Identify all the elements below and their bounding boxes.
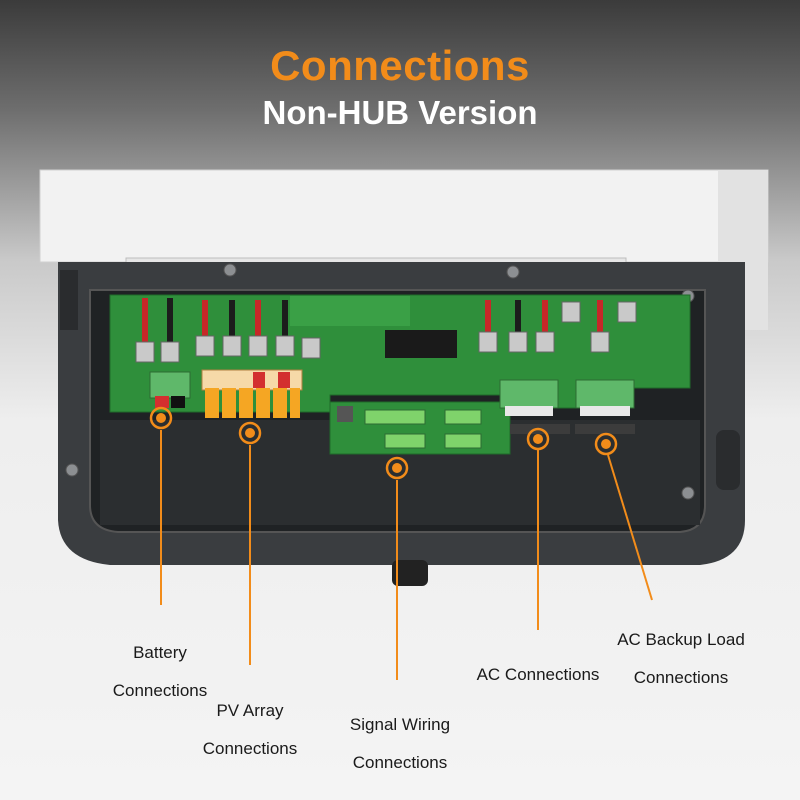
- terminal-lugs: [135, 301, 637, 363]
- ac-marker: [526, 427, 550, 451]
- pv-array-marker: [238, 421, 262, 445]
- signal-wiring-label-line2: Connections: [352, 753, 448, 772]
- inverter-top-cover: [39, 169, 769, 263]
- page-title: Connections: [270, 42, 530, 89]
- rj45-port: [337, 406, 353, 422]
- signal-wiring-marker: [385, 456, 409, 480]
- ac-backup-load-label: AC Backup Load Connections: [600, 611, 762, 706]
- ac-backup-terminal-block: [575, 379, 635, 434]
- battery-negative-marker: [171, 396, 185, 408]
- ac-label: AC Connections: [460, 646, 616, 703]
- ac-backup-marker: [594, 432, 618, 456]
- battery-label: Battery Connections: [95, 624, 225, 719]
- battery-positive-marker: [155, 396, 169, 408]
- pcb-raised-area: [290, 296, 410, 326]
- pv-array-label-line1: PV Array: [216, 701, 284, 720]
- callout-markers: [149, 406, 618, 480]
- ac-backup-load-label-line1: AC Backup Load: [617, 630, 745, 649]
- left-mount-tab: [60, 270, 78, 330]
- pv-array-connectors: [201, 369, 303, 418]
- page-subtitle: Non-HUB Version: [262, 94, 538, 131]
- ac-backup-load-label-line2: Connections: [633, 668, 729, 687]
- signal-terminal-blocks: [364, 409, 482, 449]
- relay-block: [385, 330, 457, 358]
- side-cable-gland: [716, 430, 740, 490]
- pv-array-label-line2: Connections: [202, 739, 298, 758]
- battery-label-line1: Battery: [133, 643, 187, 662]
- ac-label-line1: AC Connections: [476, 665, 600, 684]
- callout-leaders: [160, 430, 653, 680]
- pv-array-label: PV Array Connections: [180, 682, 320, 777]
- bottom-cable-gland: [392, 560, 428, 586]
- battery-label-line2: Connections: [112, 681, 208, 700]
- dc-cables: [142, 298, 603, 345]
- battery-marker: [149, 406, 173, 430]
- signal-wiring-label-line1: Signal Wiring: [349, 715, 451, 734]
- signal-wiring-label: Signal Wiring Connections: [325, 696, 475, 791]
- battery-terminal-block: [149, 371, 191, 399]
